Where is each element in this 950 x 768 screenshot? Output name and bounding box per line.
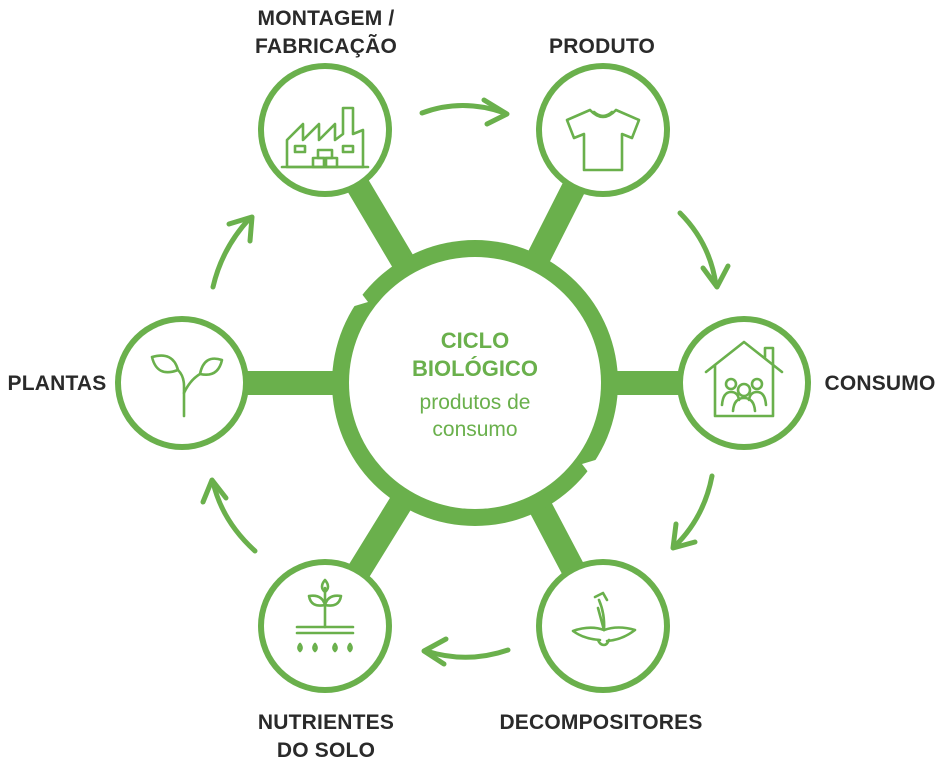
ring-arrow-notch-right (582, 458, 602, 481)
ring-arrow-notch-left (348, 285, 368, 308)
arrow-produto-to-consumo (677, 210, 731, 290)
arrow-plantas-to-montagem (210, 214, 255, 290)
cycle-arrows (200, 97, 731, 667)
factory-icon (280, 106, 370, 169)
satellite-plantas (115, 316, 249, 450)
label-produto: PRODUTO (548, 35, 656, 58)
center-title-line1: CICLO (440, 328, 510, 353)
label-nutrientes-line1: NUTRIENTES (257, 711, 395, 734)
tshirt-icon (565, 108, 641, 172)
arrow-montagem-to-produto (419, 97, 510, 127)
label-decompositores: DECOMPOSITORES (499, 711, 703, 734)
label-nutrientes-line2: DO SOLO (276, 739, 376, 762)
satellite-montagem (258, 63, 392, 197)
label-consumo: CONSUMO (824, 372, 936, 395)
house-people-icon (704, 340, 784, 418)
banana-peel-icon (571, 591, 637, 647)
label-montagem-line2: FABRICAÇÃO (255, 35, 397, 58)
plant-leaves-icon (150, 354, 224, 418)
label-plantas: PLANTAS (7, 372, 107, 395)
center-title-line2: BIOLÓGICO (412, 356, 538, 381)
soil-sprout-icon (295, 578, 355, 653)
arrow-decompositores-to-nutrientes (421, 636, 511, 667)
center-disc (349, 257, 601, 509)
arrow-nutrientes-to-plantas (200, 477, 258, 554)
arrow-consumo-to-decompositores (670, 473, 715, 551)
satellite-produto (536, 63, 670, 197)
center-subtitle-line1: produtos de (419, 391, 531, 414)
label-montagem-line1: MONTAGEM / (257, 7, 395, 30)
center-subtitle-line2: consumo (432, 418, 518, 441)
